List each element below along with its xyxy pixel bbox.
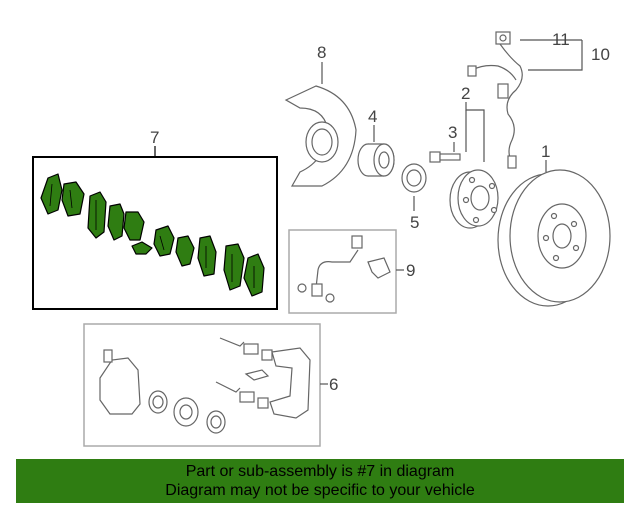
callout-3: 3 [448,123,457,142]
callout-2: 2 [461,84,470,103]
banner-line-1: Part or sub-assembly is #7 in diagram [185,463,455,480]
part-10-wheel-speed-sensor[interactable] [467,31,583,169]
brake-pad-shape [223,243,245,291]
brake-pad-shape [123,211,145,241]
brake-pad-shape [107,203,125,241]
info-banner: Part or sub-assembly is #7 in diagram Di… [16,459,624,503]
brake-pad-shape [40,173,63,215]
part-5-snap-ring[interactable] [401,163,427,211]
brake-pad-shape [87,191,107,239]
callout-9: 9 [406,261,415,280]
brake-pad-shape [175,235,195,267]
part-3-hub-bolt[interactable] [429,142,461,163]
brake-pad-shape [131,241,153,255]
part-7-brake-pad-set[interactable] [32,146,278,310]
part-8-splash-shield[interactable] [284,62,357,187]
callout-6: 6 [329,375,338,394]
callout-1: 1 [541,142,550,161]
callout-4: 4 [368,107,377,126]
part-6-caliper-assembly[interactable] [83,323,328,447]
brake-pad-shape [197,235,217,277]
banner-line-2: Diagram may not be specific to your vehi… [165,482,475,499]
part-2-hub[interactable] [449,102,499,229]
part-4-bearing[interactable] [357,125,395,177]
part-9-brake-hose[interactable] [288,229,404,314]
part-1-brake-rotor[interactable] [497,160,611,307]
callout-11: 11 [552,30,570,49]
callout-8: 8 [317,43,326,62]
callout-10: 10 [591,45,610,64]
callout-5: 5 [410,213,419,232]
brake-pad-shape [61,181,85,217]
brake-pad-shape [153,225,175,257]
callout-7: 7 [150,128,159,147]
